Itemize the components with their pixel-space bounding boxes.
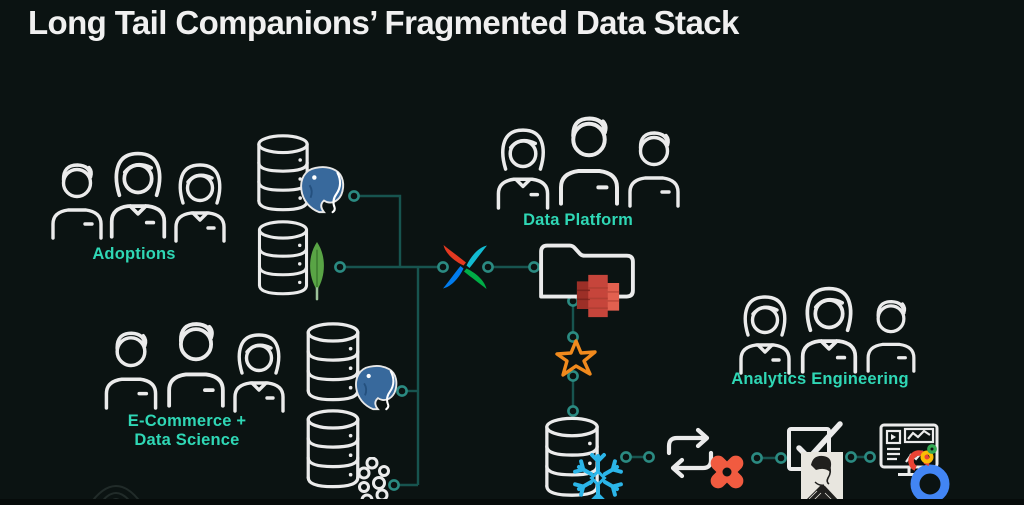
ecommerce-label-line2: Data Science xyxy=(134,431,240,449)
person-man-icon xyxy=(97,324,165,410)
person-woman-icon xyxy=(102,147,174,239)
looker-rings-icon xyxy=(902,441,960,505)
person-man-icon xyxy=(859,293,923,373)
ecommerce-label: E-Commerce + Data Science xyxy=(128,412,246,450)
analytics-engineering-label: Analytics Engineering xyxy=(731,370,909,388)
snowflake-icon xyxy=(570,450,626,505)
adoptions-label: Adoptions xyxy=(92,245,176,263)
page-title: Long Tail Companions’ Fragmented Data St… xyxy=(28,4,739,41)
person-woman-icon xyxy=(167,159,233,243)
cluster-bubbles-icon xyxy=(355,457,391,505)
bottom-strip xyxy=(0,499,1024,505)
database-icon xyxy=(304,409,362,489)
person-woman-icon xyxy=(731,291,799,375)
redshift-icon xyxy=(572,272,624,320)
person-man-icon xyxy=(551,108,627,206)
spark-star-icon xyxy=(553,338,599,378)
person-woman-icon xyxy=(793,282,865,374)
airflow-pinwheel-icon xyxy=(442,244,488,290)
data-platform-label: Data Platform xyxy=(523,211,633,229)
person-woman-icon xyxy=(226,329,292,413)
great-expectations-portrait-icon xyxy=(801,452,843,502)
mongodb-leaf-icon xyxy=(303,240,331,302)
postgresql-icon xyxy=(298,164,348,216)
person-man-icon xyxy=(621,124,687,208)
postgresql-icon xyxy=(352,364,402,412)
person-man-icon xyxy=(44,156,110,240)
ecommerce-label-line1: E-Commerce + xyxy=(127,412,247,430)
person-woman-icon xyxy=(489,124,557,210)
dbt-icon xyxy=(703,448,751,496)
person-man-icon xyxy=(159,314,233,408)
